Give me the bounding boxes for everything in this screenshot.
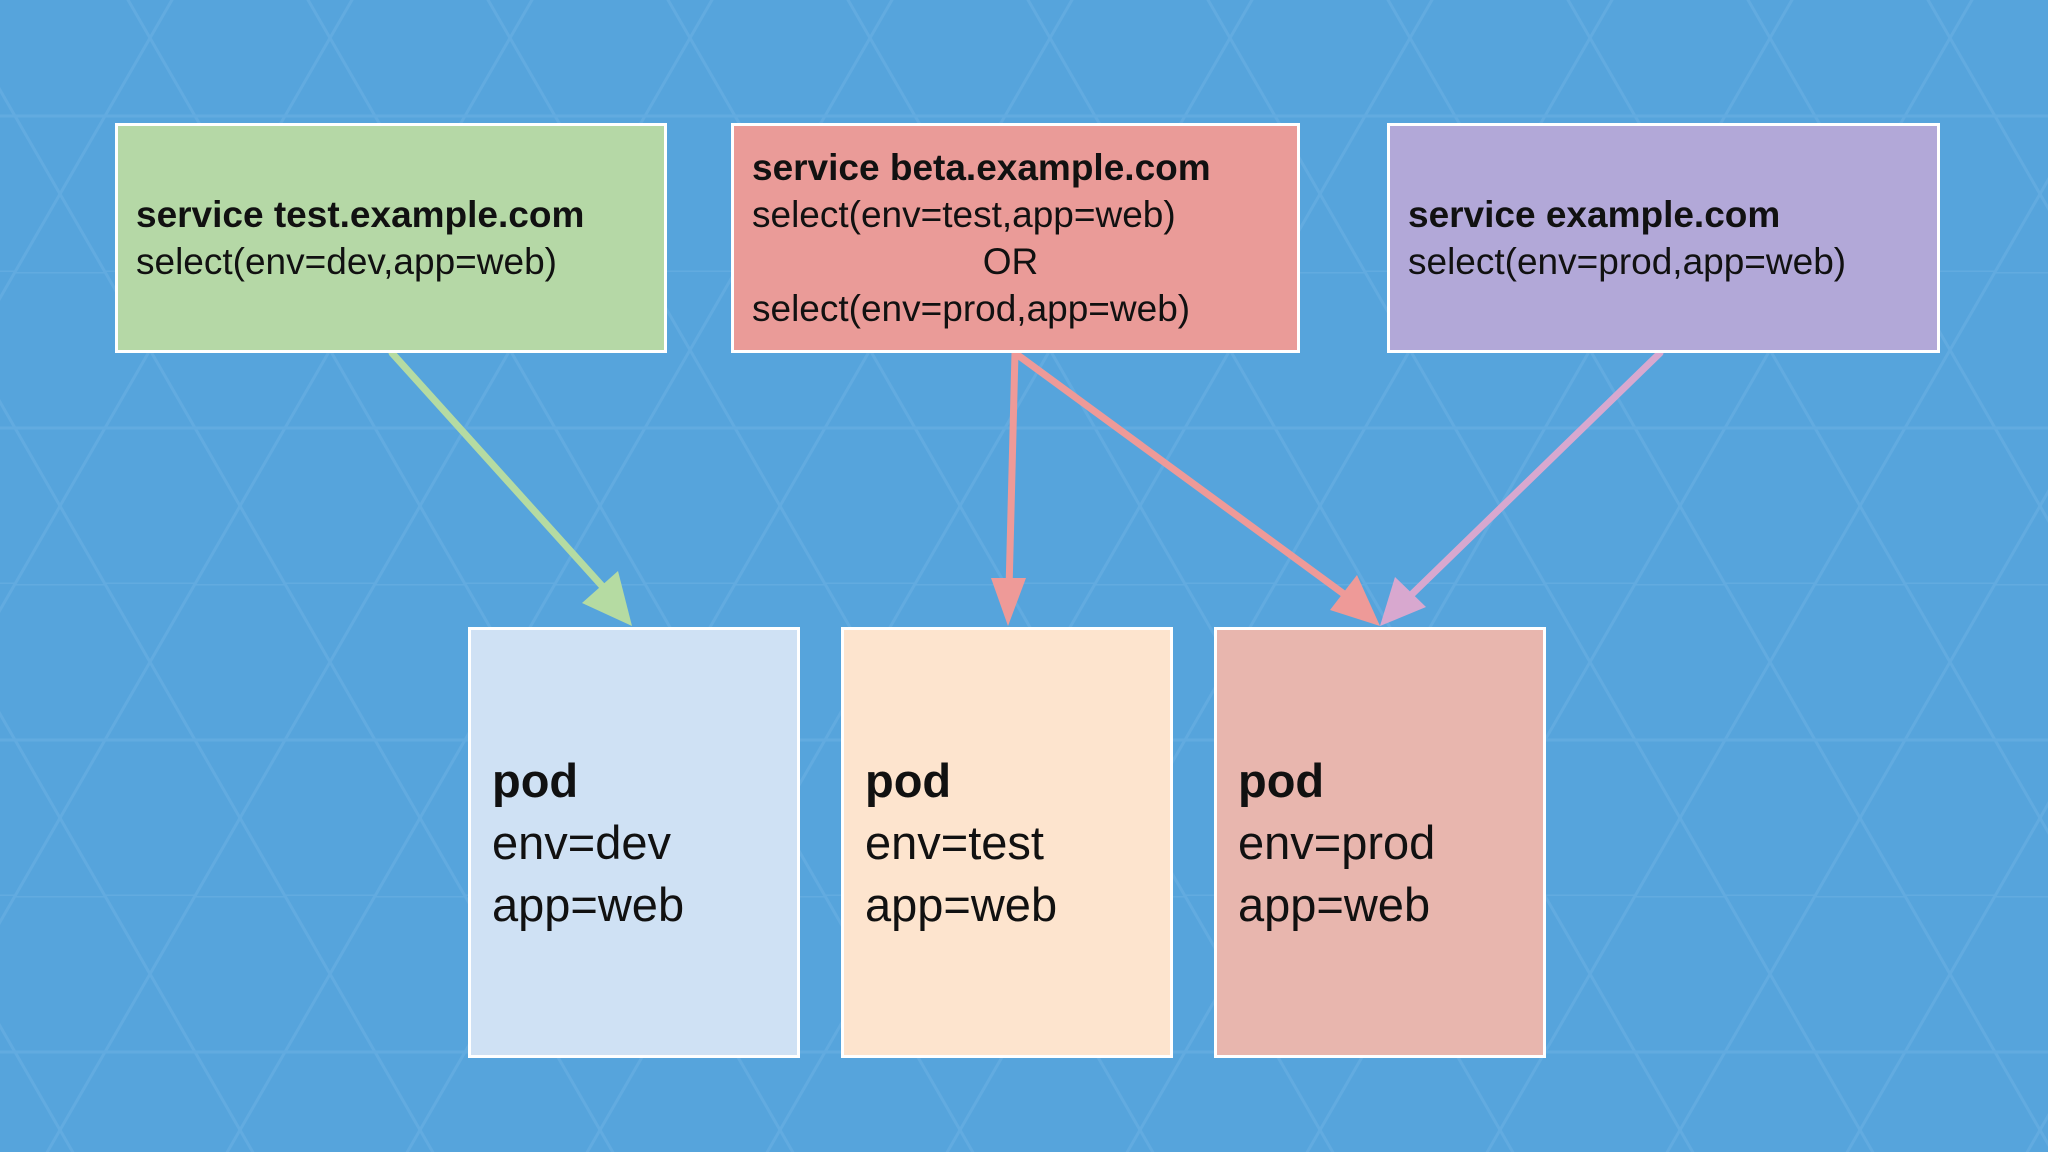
pod-label-app: app=web [1238,877,1431,931]
pod-title: pod [1238,753,1325,807]
service-selector: select(env=prod,app=web) [752,288,1191,329]
service-title: service example.com [1408,194,1781,235]
pod-box-prod: pod env=prod app=web [1214,627,1546,1058]
pod-label-env: env=dev [492,815,672,869]
pod-label-app: app=web [492,877,685,931]
arrow-beta-to-test-pod [991,349,1026,626]
pod-label-env: env=prod [1238,815,1436,869]
pod-label-env: env=test [865,815,1044,869]
pod-title: pod [865,753,952,807]
service-box-beta: service beta.example.com select(env=test… [731,123,1300,353]
service-selector: select(env=test,app=web) [752,194,1176,235]
service-title: service test.example.com [136,194,585,235]
arrow-test-to-dev-pod [388,349,632,626]
pod-box-dev: pod env=dev app=web [468,627,800,1058]
arrow-beta-to-prod-pod [1011,349,1380,626]
service-selector-or: OR [982,241,1039,282]
pod-label-app: app=web [865,877,1058,931]
service-box-test: service test.example.com select(env=dev,… [115,123,667,353]
service-selector: select(env=dev,app=web) [136,241,557,282]
service-selector: select(env=prod,app=web) [1408,241,1847,282]
service-box-prod: service example.com select(env=prod,app=… [1387,123,1940,353]
service-title: service beta.example.com [752,147,1211,188]
pod-box-test: pod env=test app=web [841,627,1173,1058]
arrow-prod-to-prod-pod [1380,349,1664,626]
pod-title: pod [492,753,579,807]
